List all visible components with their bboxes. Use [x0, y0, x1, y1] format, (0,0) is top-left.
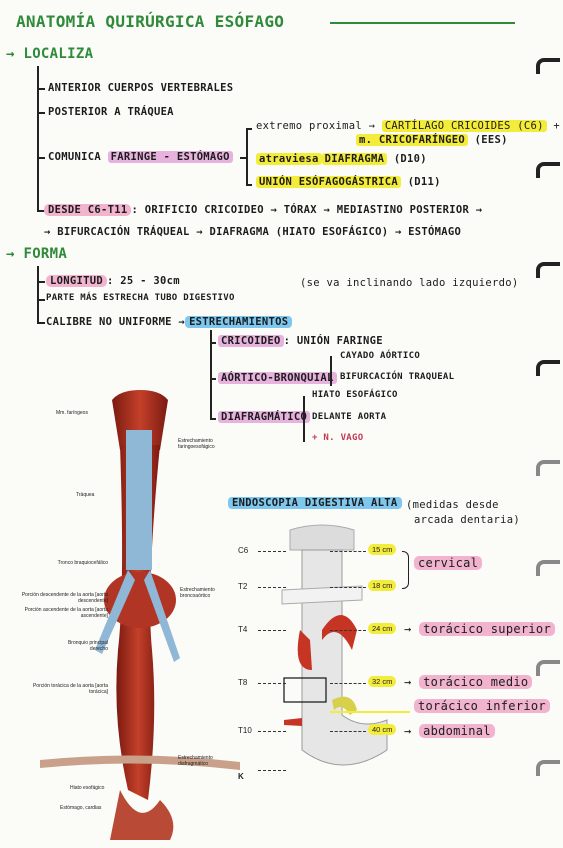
cm-15: 15 cm: [368, 544, 397, 555]
union-esofagogastrica: UNIÓN ESÓFAGOGÁSTRICA (D11): [256, 176, 441, 188]
title-underline: [330, 22, 515, 24]
endoscopy-diagram: [281, 524, 388, 766]
parte-estrecha: PARTE MÁS ESTRECHA TUBO DIGESTIVO: [46, 293, 235, 303]
aortico-label: AÓRTICO-BRONQUIAL: [218, 372, 337, 384]
aortico-1: CAYADO AÓRTICO: [340, 351, 421, 361]
level-c6: C6: [238, 546, 249, 555]
binder-hole: [536, 460, 560, 476]
binder-hole: [536, 560, 560, 576]
binder-hole: [536, 660, 560, 676]
label-mm-faringeos: Mm. faríngeos: [56, 410, 88, 416]
level-t8: T8: [238, 678, 248, 687]
label-porcion-tor: Porción torácica de la aorta [aorta torá…: [32, 683, 108, 695]
toracico-medio: → torácico medio: [404, 675, 533, 689]
diafragmatico-label: DIAFRAGMÁTICO: [218, 411, 311, 423]
level-t2: T2: [238, 582, 248, 591]
level-t4: T4: [238, 625, 248, 634]
localiza-item-1: ANTERIOR CUERPOS VERTEBRALES: [48, 82, 234, 94]
diafrag-1: HIATO ESOFÁGICO: [312, 390, 398, 400]
label-tronco: Tronco braquiocefálico: [57, 560, 108, 566]
cricofaringeo: m. CRICOFARÍNGEO (EES): [356, 134, 508, 146]
abdominal: → abdominal: [404, 724, 495, 738]
label-bronquio: Bronquio principal derecho: [67, 640, 108, 652]
toracico-inferior: torácico inferior: [414, 699, 550, 713]
desde-line-1: DESDE C6-T11: ORIFICIO CRICOIDEO → TÓRAX…: [44, 204, 482, 216]
comunica-row: COMUNICA FARINGE - ESTÓMAGO: [48, 151, 233, 163]
cm-18: 18 cm: [368, 580, 397, 591]
endoscopia-heading: ENDOSCOPIA DIGESTIVA ALTA: [228, 497, 402, 509]
cricoideo-row: CRICOIDEO: UNIÓN FARINGE: [218, 335, 383, 347]
diafrag-3: + N. VAGO: [312, 433, 364, 443]
yellow-arrow: [330, 711, 410, 713]
longitud-row: LONGITUD: 25 - 30cm: [46, 275, 180, 287]
binder-hole: [536, 360, 560, 376]
level-t10: T10: [238, 726, 252, 735]
cm-24: 24 cm: [368, 623, 397, 634]
localiza-item-2: POSTERIOR A TRÁQUEA: [48, 106, 174, 118]
cervical: cervical: [414, 556, 483, 570]
page-mark: K: [238, 772, 244, 781]
aortico-2: BIFURCACIÓN TRAQUEAL: [340, 372, 455, 382]
cm-40: 40 cm: [368, 724, 397, 735]
binder-hole: [536, 162, 560, 178]
label-traquea: Tráquea: [76, 492, 95, 498]
label-hiato: Hiato esofágico: [70, 785, 105, 791]
section-forma-heading: → FORMA: [6, 246, 68, 262]
label-estrech-diaf: Estrechamiento diafragmático: [178, 755, 213, 767]
bracket-line: [37, 66, 39, 212]
extremo-proximal: extremo proximal → CARTÍLAGO CRICOIDES (…: [256, 120, 560, 132]
binder-hole: [536, 262, 560, 278]
section-localiza-heading: → LOCALIZA: [6, 46, 94, 62]
binder-hole: [536, 760, 560, 776]
calibre-row: CALIBRE NO UNIFORME →ESTRECHAMIENTOS: [46, 316, 293, 328]
label-porcion-asc: Porción ascendente de la aorta [aorta as…: [24, 607, 108, 619]
toracico-superior: → torácico superior: [404, 622, 555, 636]
inclinacion-note: (se va inclinando lado izquierdo): [300, 277, 519, 289]
esophagus-illustration: [40, 390, 240, 840]
cm-32: 32 cm: [368, 676, 397, 687]
endoscopia-note-1: (medidas desde: [406, 499, 499, 511]
label-porcion-desc: Porción descendente de la aorta [aorta d…: [21, 592, 108, 604]
label-estomago: Estómago, cardias: [60, 805, 102, 811]
binder-hole: [536, 58, 560, 74]
label-estrech-faring: Estrechamiento faringoesofágico: [178, 438, 215, 450]
endoscopia-note-2: arcada dentaria): [414, 514, 520, 526]
page-title: ANATOMÍA QUIRÚRGICA ESÓFAGO: [16, 12, 285, 31]
label-estrech-bronco: Estrechamiento broncoaórtico: [180, 587, 215, 599]
diafrag-2: DELANTE AORTA: [312, 412, 387, 422]
desde-line-2: → BIFURCACIÓN TRÁQUEAL → DIAFRAGMA (HIAT…: [44, 226, 462, 238]
